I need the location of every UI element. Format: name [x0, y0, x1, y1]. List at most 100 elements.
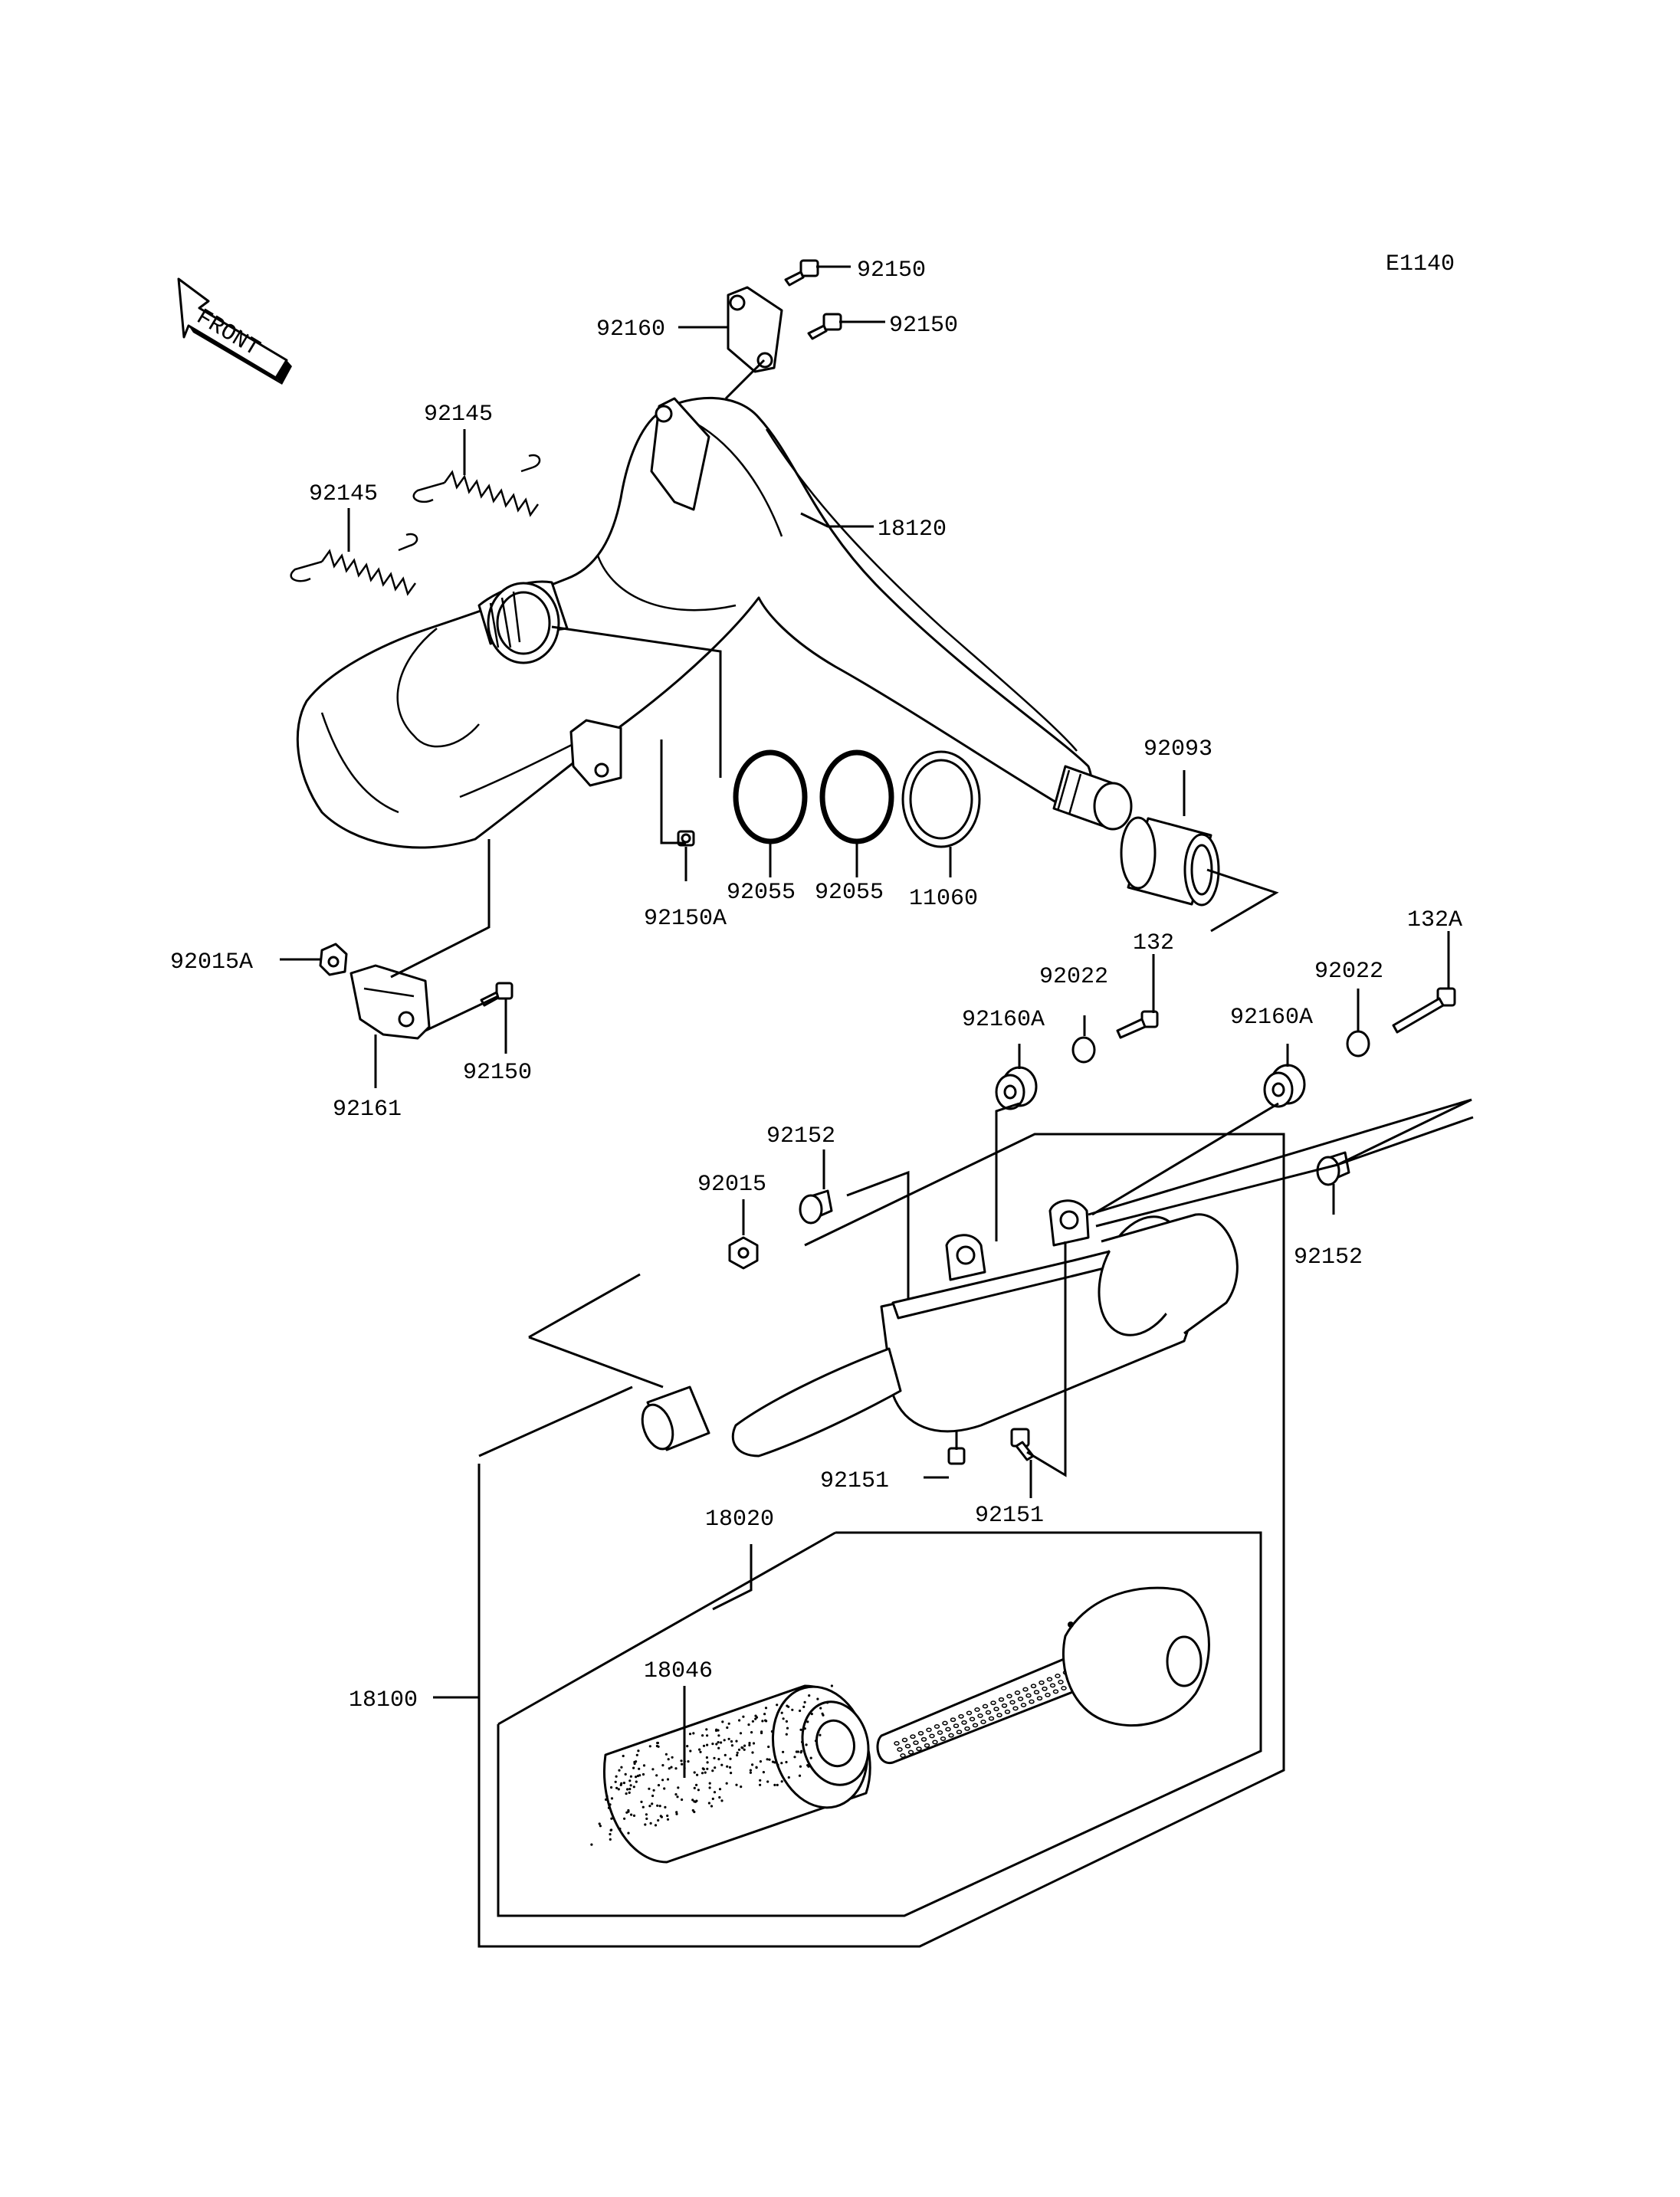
- perforation-hole: [934, 1724, 940, 1729]
- front-arrow-icon: FRONT: [177, 277, 292, 385]
- perforation-hole: [1025, 1693, 1032, 1698]
- packing-dot: [676, 1795, 679, 1799]
- packing-dot: [651, 1802, 654, 1805]
- packing-dot: [668, 1767, 671, 1770]
- packing-dot: [718, 1788, 722, 1791]
- perforation-hole: [977, 1713, 983, 1718]
- label-92160: 92160: [596, 316, 665, 343]
- packing-dot: [632, 1785, 635, 1789]
- packing-dot: [727, 1737, 730, 1740]
- packing-dot: [761, 1720, 764, 1723]
- label-92150-c: 92150: [463, 1060, 532, 1086]
- packing-dot: [760, 1731, 763, 1735]
- packing-dot: [628, 1779, 632, 1782]
- packing-dot: [785, 1733, 788, 1736]
- packing-dot: [717, 1758, 720, 1761]
- perforation-hole: [894, 1741, 900, 1746]
- packing-dot: [666, 1814, 669, 1818]
- perforation-hole: [985, 1710, 992, 1715]
- packing-dot: [649, 1822, 652, 1825]
- packing-dot: [711, 1769, 714, 1772]
- packing-dot: [768, 1758, 771, 1761]
- packing-dot: [666, 1778, 670, 1781]
- packing-dot: [656, 1804, 659, 1807]
- perforation-hole: [996, 1713, 1002, 1718]
- packing-dot: [766, 1758, 769, 1761]
- packing-dot: [762, 1771, 766, 1774]
- packing-dot: [648, 1745, 651, 1748]
- packing-dot: [770, 1730, 774, 1733]
- perforation-hole: [917, 1730, 924, 1736]
- packing-dot: [681, 1763, 684, 1766]
- packing-dot: [706, 1743, 709, 1746]
- packing-dot: [693, 1810, 696, 1814]
- perforation-hole: [929, 1733, 935, 1739]
- packing-dot: [657, 1784, 661, 1787]
- packing-dot: [599, 1825, 602, 1828]
- gasket-11060: [901, 750, 981, 848]
- perforation-hole: [950, 1717, 956, 1723]
- spring-92145-b: [290, 533, 418, 596]
- packing-dot: [660, 1815, 664, 1818]
- packing-dot: [622, 1754, 625, 1758]
- packing-dot: [737, 1748, 741, 1751]
- packing-dot: [726, 1726, 729, 1730]
- packing-dot: [625, 1792, 628, 1795]
- packing-dot: [718, 1795, 721, 1799]
- packing-dot: [627, 1808, 630, 1812]
- perforation-hole: [900, 1753, 906, 1758]
- packing-dot: [730, 1740, 733, 1743]
- packing-dot: [780, 1780, 783, 1783]
- packing-dot: [785, 1720, 788, 1723]
- label-18120: 18120: [878, 516, 947, 543]
- label-92022-a: 92022: [1039, 964, 1108, 990]
- perforation-hole: [916, 1746, 922, 1752]
- packing-dot: [699, 1750, 702, 1753]
- packing-dot: [715, 1743, 718, 1746]
- collar-92152-right: [1316, 1151, 1350, 1186]
- packing-dot: [764, 1707, 768, 1710]
- packing-dot: [805, 1743, 808, 1746]
- packing-dot: [780, 1762, 783, 1765]
- perforation-hole: [904, 1743, 911, 1749]
- packing-dot: [658, 1805, 661, 1808]
- packing-dot: [727, 1722, 730, 1725]
- perforation-hole: [990, 1700, 996, 1706]
- packing-dot: [675, 1812, 678, 1815]
- core-pipe-18020: [876, 1586, 1210, 1764]
- packing-dot: [723, 1739, 726, 1742]
- packing-dot: [809, 1756, 812, 1759]
- packing-dot: [661, 1779, 664, 1782]
- perforation-hole: [1046, 1677, 1053, 1682]
- packing-dot: [739, 1732, 743, 1735]
- packing-dot: [651, 1768, 655, 1771]
- packing-dot: [609, 1833, 612, 1836]
- packing-dot: [652, 1789, 655, 1792]
- packing-dot: [730, 1772, 733, 1775]
- packing-dot: [614, 1780, 617, 1783]
- packing-dot: [641, 1805, 645, 1808]
- packing-dot: [598, 1822, 601, 1825]
- packing-dot: [776, 1763, 779, 1766]
- bracket-92160: [727, 286, 783, 373]
- packing-dot: [721, 1720, 724, 1723]
- bolt-92151-a: [947, 1431, 966, 1465]
- packing-dot: [590, 1843, 593, 1846]
- packing-dot: [740, 1785, 743, 1789]
- packing-dot: [674, 1793, 678, 1796]
- packing-dot: [610, 1797, 614, 1800]
- part-labels: 92150 92160 92150 92145 92145 18120 9209…: [170, 257, 1462, 1713]
- perforation-hole: [961, 1720, 967, 1725]
- perforation-hole: [988, 1716, 995, 1721]
- packing-dot: [607, 1806, 611, 1809]
- packing-dot: [714, 1766, 717, 1769]
- packing-dot: [726, 1765, 729, 1768]
- packing-dot: [754, 1717, 757, 1720]
- packing-dot: [751, 1751, 754, 1754]
- packing-dot: [724, 1753, 727, 1756]
- packing-dot: [799, 1728, 802, 1731]
- packing-dot: [628, 1791, 631, 1794]
- label-92145-a: 92145: [424, 402, 493, 428]
- packing-dot: [743, 1748, 746, 1751]
- packing-dot: [787, 1705, 790, 1708]
